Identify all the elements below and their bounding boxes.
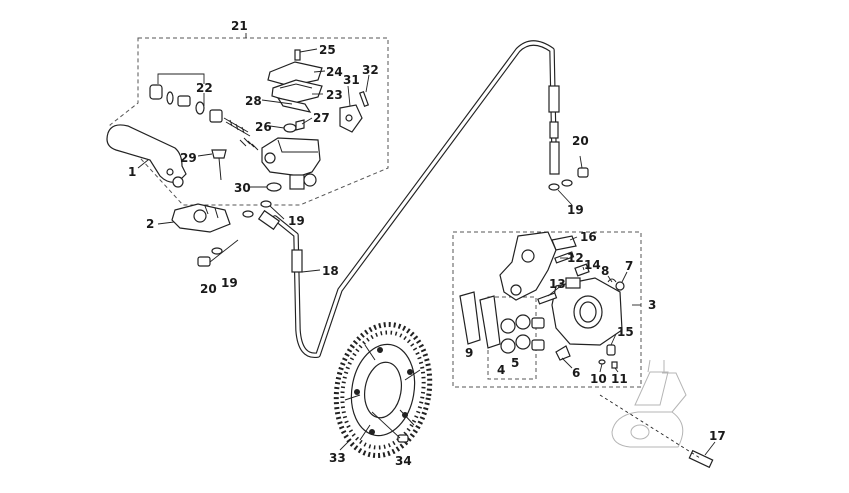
fork-leg-outline: [611, 359, 687, 448]
callout-19-right: 19: [567, 203, 584, 217]
callout-19-top: 19: [288, 214, 305, 228]
callout-20-right: 20: [572, 134, 589, 148]
callout-32: 32: [362, 63, 379, 77]
callouts: 1 2 3 4 5 6 7 8 9 10 11 12 13 14 15 16 1…: [128, 19, 726, 468]
callout-21: 21: [231, 19, 248, 33]
callout-23: 23: [326, 88, 343, 102]
callout-19-left: 19: [221, 276, 238, 290]
brake-disc: [333, 322, 433, 458]
callout-34: 34: [395, 454, 412, 468]
callout-17: 17: [709, 429, 726, 443]
callout-7: 7: [625, 259, 633, 273]
callout-27: 27: [313, 111, 330, 125]
callout-22: 22: [196, 81, 213, 95]
brake-lever: [106, 124, 187, 188]
disc-bolt: [371, 411, 409, 443]
clamp-bracket: [171, 203, 231, 233]
callout-4: 4: [497, 363, 505, 377]
caliper-bolt: [599, 394, 714, 469]
callout-13: 13: [549, 277, 566, 291]
callout-31: 31: [343, 73, 360, 87]
leader-lines: [137, 33, 716, 456]
callout-9: 9: [465, 346, 473, 360]
hose-washers-top: [242, 200, 272, 218]
callout-14: 14: [584, 258, 601, 272]
callout-10: 10: [590, 372, 607, 386]
callout-30: 30: [234, 181, 251, 195]
callout-26: 26: [255, 120, 272, 134]
callout-2: 2: [146, 217, 154, 231]
caliper-assembly: [459, 231, 625, 369]
callout-16: 16: [580, 230, 597, 244]
banjo-bolt-right: [548, 167, 589, 191]
callout-15: 15: [617, 325, 634, 339]
callout-29: 29: [180, 151, 197, 165]
callout-33: 33: [329, 451, 346, 465]
callout-28: 28: [245, 94, 262, 108]
callout-11: 11: [611, 372, 628, 386]
callout-18: 18: [322, 264, 339, 278]
brake-hose: [257, 40, 560, 359]
banjo-bolt-left: [197, 239, 239, 267]
callout-20-left: 20: [200, 282, 217, 296]
callout-25: 25: [319, 43, 336, 57]
callout-24: 24: [326, 65, 343, 79]
master-cylinder-assembly: [149, 49, 370, 192]
callout-6: 6: [572, 366, 580, 380]
master-cylinder-group-box: [109, 37, 389, 206]
callout-12: 12: [567, 251, 584, 265]
callout-1: 1: [128, 165, 136, 179]
callout-8: 8: [601, 264, 609, 278]
callout-5: 5: [511, 356, 519, 370]
callout-3: 3: [648, 298, 656, 312]
